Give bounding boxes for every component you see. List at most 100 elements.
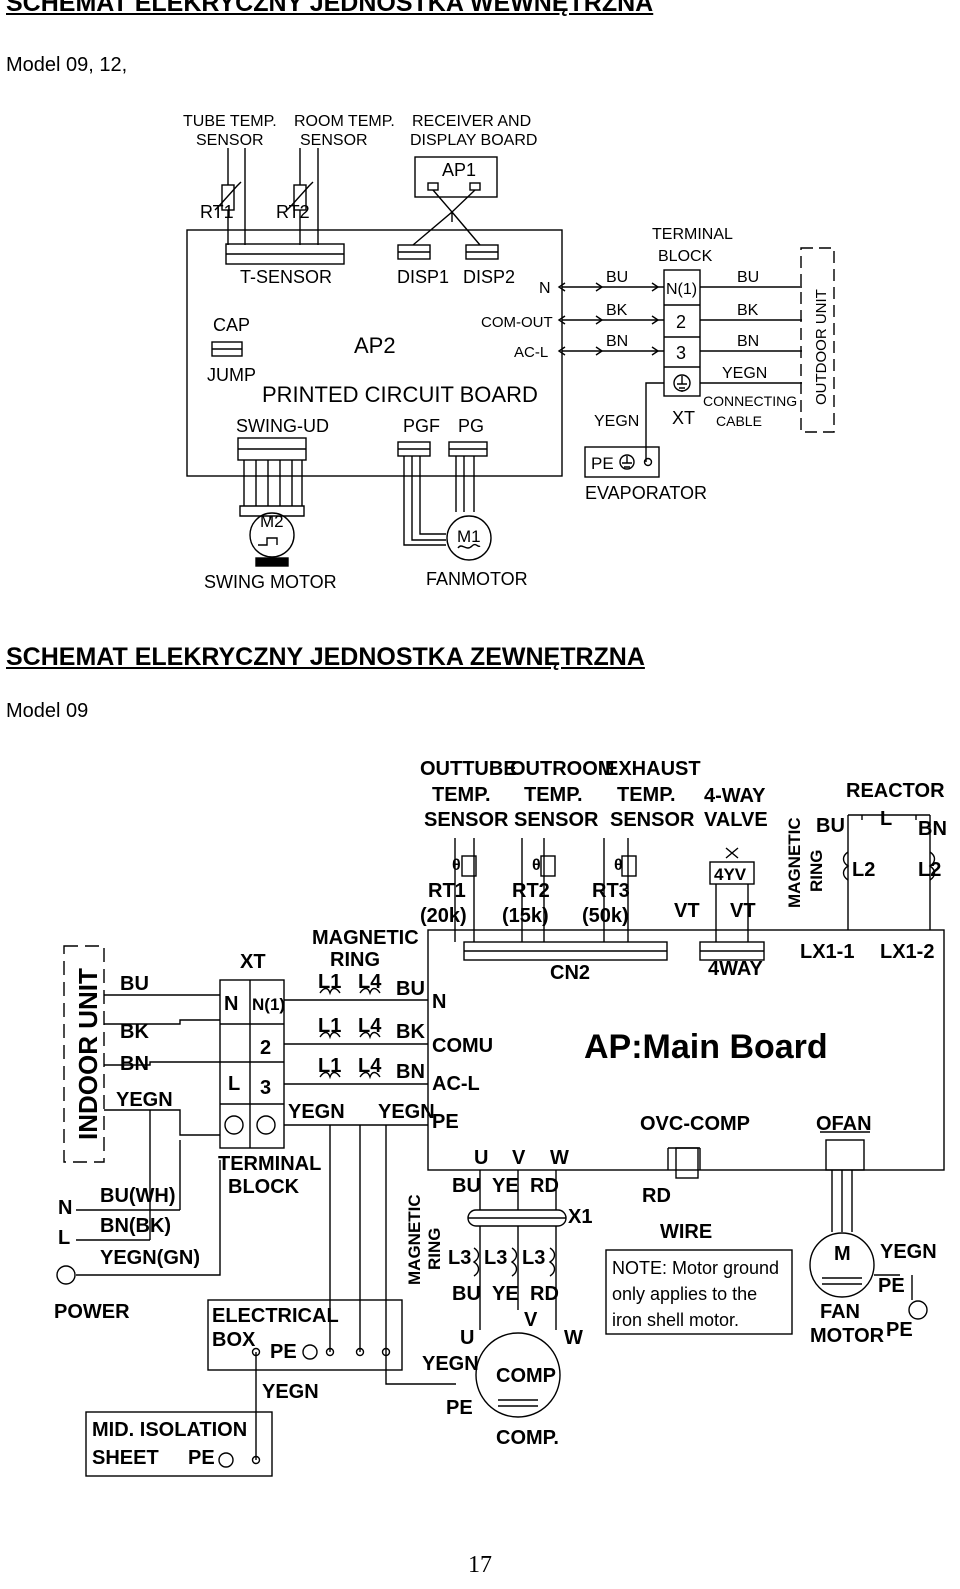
reactor-label: REACTOR: [846, 780, 945, 802]
cn2-label: CN2: [550, 962, 590, 984]
ring-bu: BU: [396, 978, 425, 1000]
in-bn: BN: [120, 1053, 149, 1075]
magnetic-ring-label: MAGNETIC: [312, 927, 419, 949]
reactor-l: L: [880, 808, 892, 830]
outdoor-heading: SCHEMAT ELEKRYCZNY JEDNOSTKA ZEWNĘTRZNA: [6, 643, 645, 671]
mid-isolation-label-2: SHEET: [92, 1447, 159, 1469]
isolation-pe: PE: [188, 1447, 215, 1469]
board-v: V: [512, 1147, 526, 1169]
rt1-value: (20k): [420, 905, 467, 927]
fan-pe-2: PE: [886, 1319, 913, 1341]
magnetic-ring-v-label: MAGNETIC: [785, 817, 804, 908]
x1-bu: BU: [452, 1175, 481, 1197]
ring-yegn-2: YEGN: [378, 1101, 435, 1123]
room-sensor-label-2: SENSOR: [300, 132, 368, 149]
power-n: N: [58, 1197, 72, 1219]
outdoor-model: Model 09: [6, 700, 89, 722]
l4-label-1: L4: [358, 971, 382, 993]
l3-label-3: L3: [522, 1247, 545, 1269]
power-l: L: [58, 1227, 70, 1249]
power-yegn-gn: YEGN(GN): [100, 1247, 200, 1269]
magnetic-ring-label-2: RING: [330, 949, 380, 971]
com-out-label: COM-OUT: [481, 314, 553, 331]
ac-l-label: AC-L: [514, 344, 548, 361]
vt-label-left: VT: [674, 900, 700, 922]
lx1-1-label: LX1-1: [800, 941, 854, 963]
terminal-block-label: TERMINAL: [218, 1153, 321, 1175]
comp-w: W: [564, 1327, 583, 1349]
rt2-value: (15k): [502, 905, 549, 927]
connecting-cable-label: CONNECTING: [703, 393, 797, 409]
board-u: U: [474, 1147, 488, 1169]
comp-ring-label: MAGNETIC: [405, 1194, 424, 1285]
out-bu-label: BU: [737, 269, 759, 286]
disp1-label: DISP1: [397, 267, 449, 287]
ofan-label: OFAN: [816, 1113, 872, 1135]
comp-label: COMP: [496, 1365, 556, 1387]
in-bk: BK: [120, 1021, 149, 1043]
reactor-bu: BU: [816, 815, 845, 837]
terminal-3: 3: [676, 343, 686, 363]
wire-bk-label: BK: [606, 302, 628, 319]
xt-label: XT: [240, 951, 266, 973]
comp-ye: YE: [492, 1283, 519, 1305]
in-bu: BU: [120, 973, 149, 995]
indoor-unit-label: INDOOR UNIT: [73, 968, 103, 1140]
ovc-comp-label: OVC-COMP: [640, 1113, 750, 1135]
l4-label-3: L4: [358, 1055, 382, 1077]
m2-label: M2: [260, 512, 284, 531]
ovc-rd: RD: [642, 1185, 671, 1207]
comp-ring-label-2: RING: [425, 1228, 444, 1271]
ap-main-label: AP:Main Board: [584, 1028, 828, 1066]
theta-2: θ: [532, 857, 541, 874]
out-yegn-label: YEGN: [722, 365, 767, 382]
ebox-pe: PE: [270, 1341, 297, 1363]
board-w: W: [550, 1147, 569, 1169]
pgf-label: PGF: [403, 416, 440, 436]
note-line-3: iron shell motor.: [612, 1310, 739, 1330]
receiver-label: RECEIVER AND: [412, 113, 531, 130]
x1-ye: YE: [492, 1175, 519, 1197]
rt1-label: RT1: [200, 202, 234, 222]
xt-2: 2: [260, 1037, 271, 1059]
outdoor-wiring-diagram: OUTTUBE TEMP. SENSOR OUTROOM TEMP. SENSO…: [54, 758, 947, 1477]
comp-rd: RD: [530, 1283, 559, 1305]
out-bn-label: BN: [737, 333, 759, 350]
board-comu: COMU: [432, 1035, 493, 1057]
m1-label: M1: [457, 527, 481, 546]
power-bu-wh: BU(WH): [100, 1185, 176, 1207]
wire-bu-label: BU: [606, 269, 628, 286]
fouryv-label: 4YV: [714, 865, 747, 884]
rt3-value: (50k): [582, 905, 629, 927]
swing-motor-label: SWING MOTOR: [204, 572, 337, 592]
fan-pe-1: PE: [878, 1275, 905, 1297]
terminal-block-label-2: BLOCK: [658, 248, 713, 265]
outroom-label: OUTROOM: [510, 758, 614, 780]
out-bk-label: BK: [737, 302, 759, 319]
ap1-label: AP1: [442, 160, 476, 180]
reactor-l2-left: L2: [852, 859, 875, 881]
electrical-box-label: ELECTRICAL: [212, 1305, 339, 1327]
fan-motor-label-2: MOTOR: [810, 1325, 885, 1347]
ring-yegn-1: YEGN: [288, 1101, 345, 1123]
comp-bu: BU: [452, 1283, 481, 1305]
n-label: N: [539, 280, 551, 297]
cap-label: CAP: [213, 315, 250, 335]
board-pe: PE: [432, 1111, 459, 1133]
comp-v: V: [524, 1309, 538, 1331]
pcb-label: PRINTED CIRCUIT BOARD: [262, 382, 538, 407]
terminal-block-label: TERMINAL: [652, 226, 733, 243]
comp-pe: PE: [446, 1397, 473, 1419]
electrical-box-label-2: BOX: [212, 1329, 256, 1351]
fan-motor-label: FAN: [820, 1301, 860, 1323]
l1-label-2: L1: [318, 1015, 341, 1037]
power-label: POWER: [54, 1301, 130, 1323]
reactor-l2-right: L2: [918, 859, 941, 881]
xt-3: 3: [260, 1077, 271, 1099]
fan-yegn: YEGN: [880, 1241, 937, 1263]
terminal-block-label-2: BLOCK: [228, 1176, 300, 1198]
note-line-1: NOTE: Motor ground: [612, 1258, 779, 1278]
xt-n: N: [224, 993, 238, 1015]
ovc-wire: WIRE: [660, 1221, 712, 1243]
outtube-label: OUTTUBE: [420, 758, 517, 780]
